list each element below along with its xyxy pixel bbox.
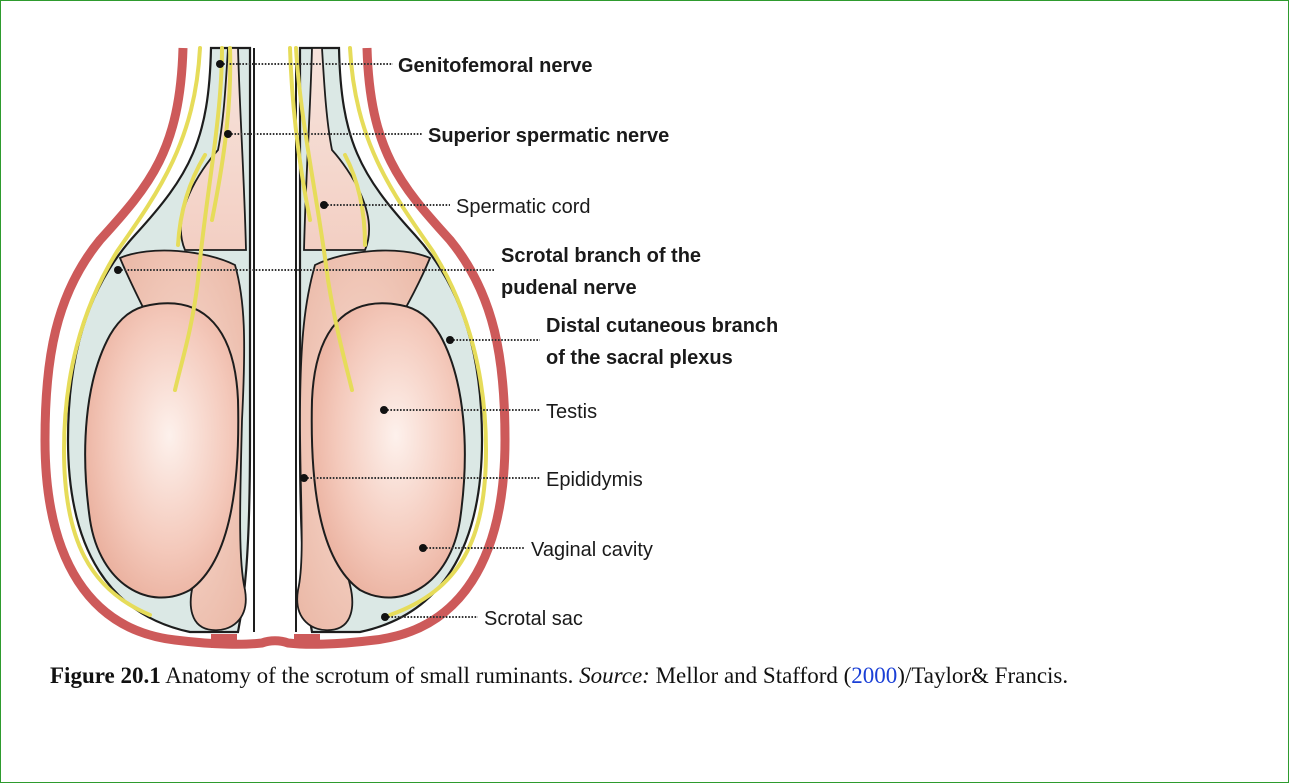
figure-number: Figure 20.1 — [50, 663, 161, 688]
caption-publisher: )/Taylor& Francis. — [897, 663, 1068, 688]
label-scrotal-sac: Scrotal sac — [484, 608, 583, 630]
caption-source-authors: Mellor and Stafford ( — [650, 663, 851, 688]
scrotum-anatomy-diagram: Genitofemoral nerve Superior spermatic n… — [0, 0, 1289, 650]
label-testis: Testis — [546, 401, 597, 423]
right-testis — [312, 303, 465, 597]
label-scrotal-branch-line1: Scrotal branch of the — [501, 245, 701, 267]
label-epididymis: Epididymis — [546, 469, 643, 491]
left-testis — [85, 303, 238, 597]
caption-text: Anatomy of the scrotum of small ruminant… — [161, 663, 579, 688]
label-scrotal-branch-line2: pudenal nerve — [501, 277, 637, 299]
label-spermatic-cord: Spermatic cord — [456, 196, 591, 218]
label-superior-spermatic-nerve: Superior spermatic nerve — [428, 125, 669, 147]
septum-base-right — [294, 634, 320, 648]
label-genitofemoral-nerve: Genitofemoral nerve — [398, 55, 593, 77]
septum-space — [256, 48, 294, 632]
label-vaginal-cavity: Vaginal cavity — [531, 539, 653, 561]
figure-caption: Figure 20.1 Anatomy of the scrotum of sm… — [50, 660, 1230, 692]
citation-year-link[interactable]: 2000 — [851, 663, 897, 688]
caption-source-label: Source: — [579, 663, 650, 688]
label-distal-cutaneous-line2: of the sacral plexus — [546, 347, 733, 369]
label-distal-cutaneous-line1: Distal cutaneous branch — [546, 315, 778, 337]
septum-base-left — [211, 634, 237, 648]
